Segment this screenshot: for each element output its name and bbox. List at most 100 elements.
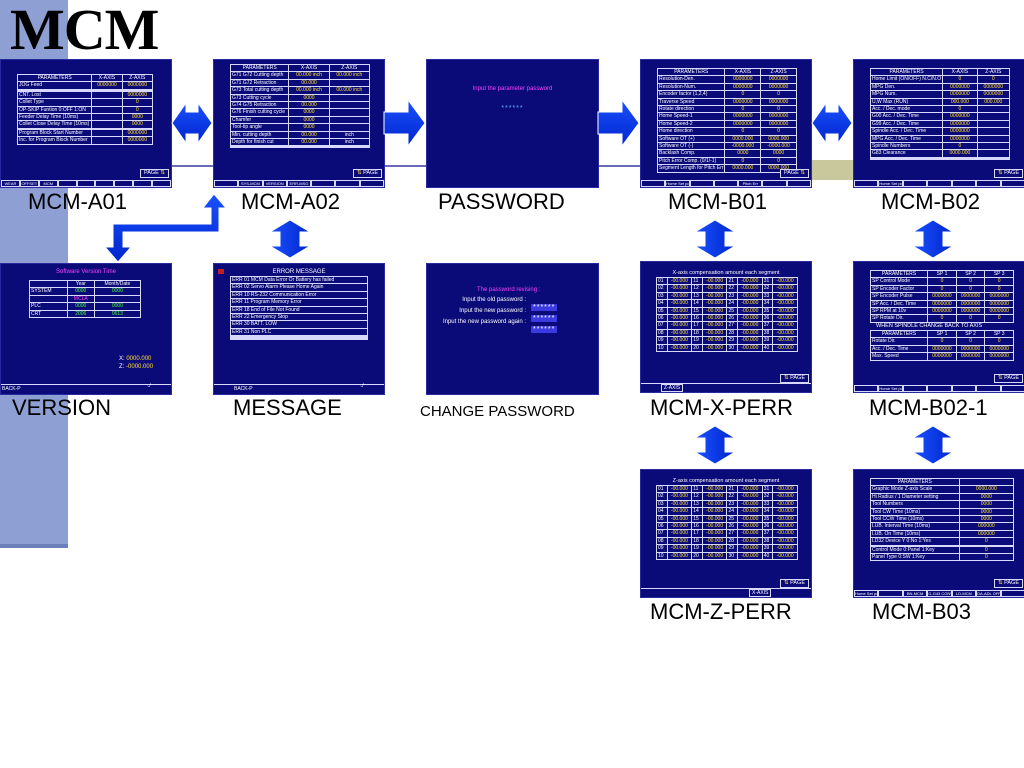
- table-cell[interactable]: 0000: [93, 302, 142, 311]
- softkey[interactable]: MCM: [38, 180, 58, 187]
- segment-value[interactable]: -00.000: [772, 314, 798, 323]
- segment-value[interactable]: -00.000: [666, 544, 693, 553]
- softkey[interactable]: [902, 180, 928, 187]
- segment-value[interactable]: -00.000: [666, 276, 693, 286]
- table-cell[interactable]: 0000000: [760, 112, 797, 121]
- segment-value[interactable]: -00.000: [772, 343, 798, 353]
- segment-value[interactable]: -00.000: [666, 299, 693, 308]
- softkey[interactable]: [359, 180, 384, 187]
- table-cell[interactable]: 0000: [93, 287, 142, 296]
- table-cell[interactable]: 0000: [121, 113, 154, 122]
- table-cell[interactable]: 0: [958, 545, 1015, 555]
- segment-value[interactable]: -00.000: [701, 314, 728, 323]
- softkey[interactable]: [854, 385, 879, 392]
- softkey[interactable]: [133, 180, 153, 187]
- segment-value[interactable]: -00.000: [666, 507, 693, 516]
- segment-value[interactable]: -00.000: [737, 299, 763, 308]
- segment-value[interactable]: -00.000: [772, 492, 798, 501]
- table-cell[interactable]: 0: [958, 537, 1015, 546]
- softkey[interactable]: Pitch Err: [738, 180, 763, 187]
- softkey[interactable]: OFFSET: [19, 180, 39, 187]
- segment-value[interactable]: -00.000: [666, 343, 693, 353]
- table-cell[interactable]: 0000: [958, 492, 1015, 502]
- segment-value[interactable]: -00.000: [666, 484, 693, 494]
- softkey[interactable]: [114, 180, 134, 187]
- table-cell[interactable]: [93, 294, 142, 304]
- segment-value[interactable]: -00.000: [737, 551, 763, 561]
- softkey[interactable]: [927, 385, 952, 392]
- new-password-field[interactable]: ******: [531, 307, 558, 325]
- segment-value[interactable]: -00.000: [666, 514, 693, 524]
- table-cell[interactable]: 0613: [93, 309, 142, 319]
- segment-value[interactable]: -00.000: [772, 321, 798, 330]
- softkey[interactable]: [927, 180, 952, 187]
- softkey[interactable]: Home Set position: [854, 590, 879, 597]
- table-cell[interactable]: 0000000: [760, 82, 797, 92]
- softkey[interactable]: [951, 180, 977, 187]
- segment-value[interactable]: -00.000: [701, 544, 728, 553]
- segment-value[interactable]: -00.000: [737, 291, 763, 301]
- table-cell[interactable]: inch: [328, 138, 371, 147]
- table-cell[interactable]: 0000: [958, 500, 1015, 509]
- table-cell[interactable]: -0000.000: [760, 142, 797, 151]
- table-cell[interactable]: 0: [976, 75, 1011, 84]
- table-cell[interactable]: 0000000: [121, 81, 154, 90]
- segment-value[interactable]: -00.000: [772, 484, 798, 494]
- table-cell[interactable]: 0: [121, 105, 154, 115]
- axis-switch-button[interactable]: X-AXIS: [749, 589, 772, 597]
- table-cell[interactable]: 000000: [958, 522, 1015, 531]
- table-cell[interactable]: 0: [984, 337, 1014, 346]
- new-password-again-field[interactable]: ******: [531, 318, 558, 336]
- table-cell[interactable]: 0: [760, 90, 797, 99]
- table-cell[interactable]: 0000: [958, 507, 1015, 517]
- table-cell[interactable]: 0000000: [976, 90, 1011, 99]
- segment-value[interactable]: -00.000: [772, 499, 798, 509]
- table-cell[interactable]: 0000: [121, 120, 154, 129]
- old-password-field[interactable]: ******: [531, 296, 558, 314]
- segment-value[interactable]: -00.000: [772, 514, 798, 524]
- softkey[interactable]: [762, 180, 787, 187]
- table-cell[interactable]: 0000000: [121, 90, 154, 100]
- softkey[interactable]: [76, 180, 96, 187]
- segment-value[interactable]: -00.000: [772, 544, 798, 553]
- table-cell[interactable]: 0: [121, 98, 154, 107]
- segment-value[interactable]: -00.000: [701, 328, 728, 338]
- table-cell[interactable]: 0000000: [121, 128, 154, 138]
- softkey[interactable]: [951, 385, 977, 392]
- softkey[interactable]: [713, 180, 739, 187]
- segment-value[interactable]: -00.000: [737, 529, 763, 538]
- softkey[interactable]: ERR-MSG: [286, 180, 312, 187]
- segment-value[interactable]: -00.000: [666, 499, 693, 509]
- softkey[interactable]: [641, 180, 666, 187]
- table-cell[interactable]: 00.000 inch: [328, 71, 371, 80]
- axis-switch-button[interactable]: Z-AXIS: [661, 384, 684, 392]
- table-cell[interactable]: 000.000: [976, 97, 1011, 107]
- table-cell[interactable]: 0000: [760, 149, 797, 158]
- segment-value[interactable]: -00.000: [737, 343, 763, 353]
- table-cell[interactable]: 0: [958, 553, 1015, 562]
- segment-value[interactable]: -00.000: [737, 536, 763, 546]
- segment-value[interactable]: -00.000: [701, 284, 728, 293]
- segment-value[interactable]: -00.000: [737, 306, 763, 316]
- softkey[interactable]: [335, 180, 360, 187]
- table-cell[interactable]: 0000000: [984, 292, 1014, 301]
- segment-value[interactable]: -00.000: [701, 499, 728, 509]
- segment-value[interactable]: -00.000: [701, 276, 728, 286]
- segment-value[interactable]: -00.000: [666, 492, 693, 501]
- table-cell[interactable]: 0000000: [984, 352, 1014, 361]
- segment-value[interactable]: -00.000: [701, 492, 728, 501]
- table-cell[interactable]: 0: [760, 105, 797, 114]
- softkey[interactable]: LD-MCM: [951, 590, 977, 597]
- table-cell[interactable]: 0000000: [760, 119, 797, 129]
- softkey[interactable]: [95, 180, 115, 187]
- table-cell[interactable]: 0000000: [984, 344, 1014, 354]
- softkey[interactable]: [786, 180, 811, 187]
- softkey[interactable]: [57, 180, 77, 187]
- segment-value[interactable]: -00.000: [701, 343, 728, 353]
- segment-value[interactable]: -00.000: [666, 551, 693, 561]
- table-cell[interactable]: [976, 149, 1011, 158]
- softkey[interactable]: G-G43 CONVERT: [927, 590, 952, 597]
- back-page-button[interactable]: BACK-P: [2, 386, 21, 392]
- segment-value[interactable]: -00.000: [666, 328, 693, 338]
- table-cell[interactable]: 0000: [958, 515, 1015, 524]
